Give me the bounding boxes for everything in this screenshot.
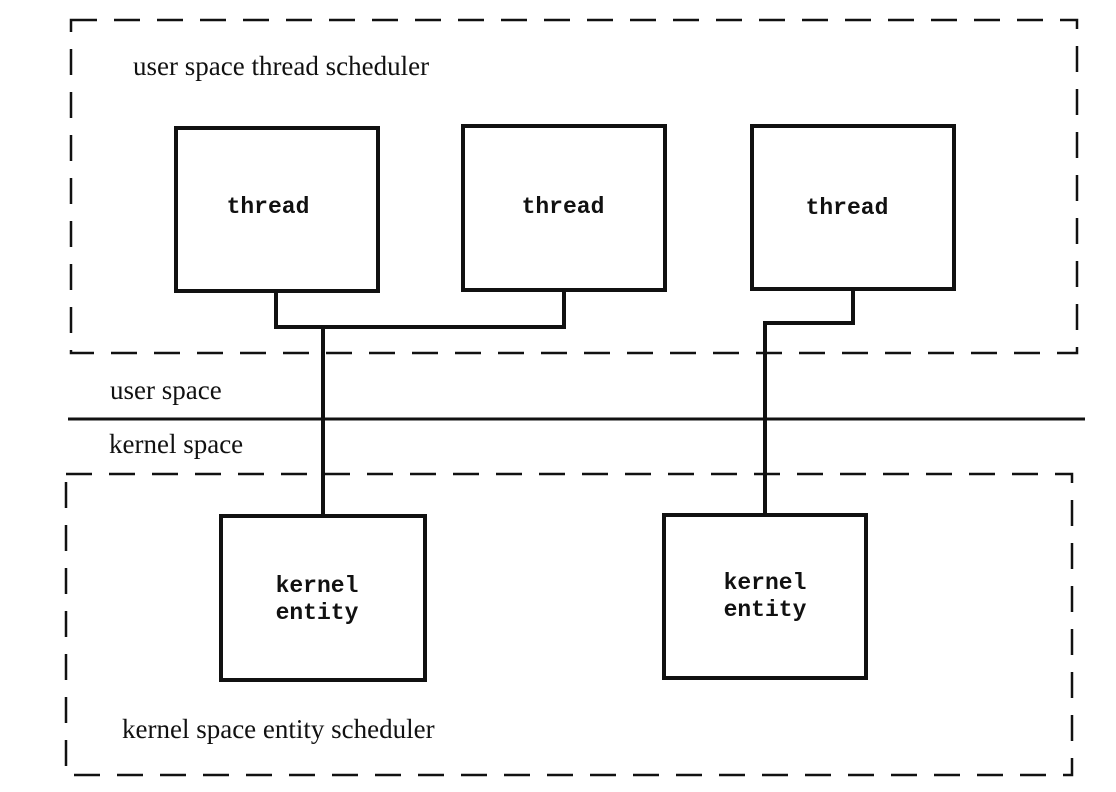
connector-thread-to-entity-2 [763, 289, 855, 515]
thread-box-1: thread [174, 126, 380, 293]
kernel-scheduler-region [64, 472, 1074, 777]
kernel-entity-label-line1: kernel [276, 573, 359, 599]
kernel-entity-label-line1: kernel [724, 570, 807, 596]
user-scheduler-region [69, 18, 1079, 355]
connector-threads-to-entity-1 [274, 290, 566, 516]
thread-label: thread [522, 194, 605, 220]
thread-box-2: thread [461, 124, 667, 292]
kernel-scheduler-label: kernel space entity scheduler [122, 714, 435, 744]
kernel-entity-box-1: kernel entity [219, 514, 427, 682]
kernel-entity-box-2: kernel entity [662, 513, 868, 680]
kernel-entity-label-line2: entity [724, 597, 807, 623]
kernel-entity-label-line2: entity [276, 600, 359, 626]
kernel-space-label: kernel space [109, 429, 243, 459]
user-scheduler-label: user space thread scheduler [133, 51, 429, 81]
thread-box-3: thread [750, 124, 956, 291]
user-space-label: user space [110, 375, 222, 405]
thread-label: thread [806, 195, 889, 221]
thread-label: thread [227, 194, 310, 220]
